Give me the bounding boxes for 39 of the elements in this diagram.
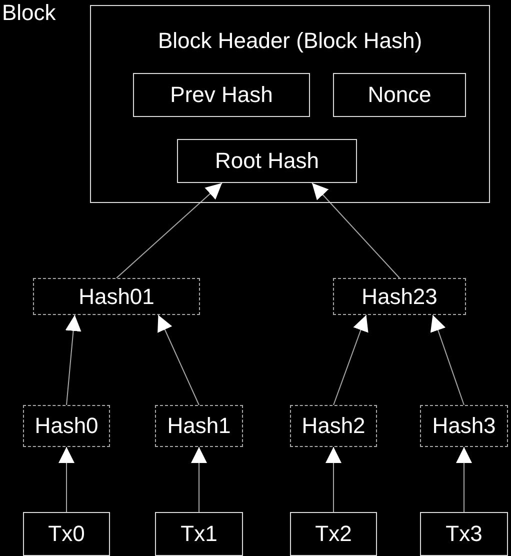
arrow [191, 446, 207, 512]
hash-box [155, 405, 243, 447]
arrow [58, 446, 74, 512]
arrow [65, 314, 82, 406]
box-label: Hash01 [78, 284, 154, 310]
box-label: Hash23 [362, 284, 438, 310]
block-box [333, 73, 466, 117]
block-box [133, 73, 310, 117]
box-label: Hash3 [432, 413, 496, 439]
box-label: Tx3 [446, 521, 482, 547]
arrow [158, 314, 200, 406]
arrow [456, 446, 472, 512]
block-label: Block [2, 0, 56, 26]
box-label: Nonce [368, 82, 432, 108]
box-label: Hash2 [302, 413, 366, 439]
block-box [290, 512, 377, 556]
hash-box [23, 405, 110, 447]
box-label: Root Hash [215, 148, 319, 174]
block-box [420, 512, 508, 556]
box-label: Tx1 [180, 521, 218, 547]
hash-box [420, 405, 508, 447]
hash-box [33, 278, 200, 315]
block-box [23, 512, 110, 556]
arrow [326, 446, 342, 512]
box-label: Hash0 [34, 413, 98, 439]
block-box [90, 5, 490, 203]
arrow [430, 314, 464, 406]
block-box [155, 512, 243, 556]
box-label: Prev Hash [170, 82, 273, 108]
arrow [333, 314, 368, 406]
box-title: Block Header (Block Hash) [156, 28, 424, 54]
arrow [116, 182, 222, 278]
block-box [177, 139, 357, 183]
box-label: Tx2 [315, 521, 352, 547]
box-label: Hash1 [167, 413, 231, 439]
box-label: Tx0 [48, 521, 85, 547]
hash-box [290, 405, 377, 447]
hash-box [333, 278, 466, 315]
arrow [312, 182, 400, 278]
